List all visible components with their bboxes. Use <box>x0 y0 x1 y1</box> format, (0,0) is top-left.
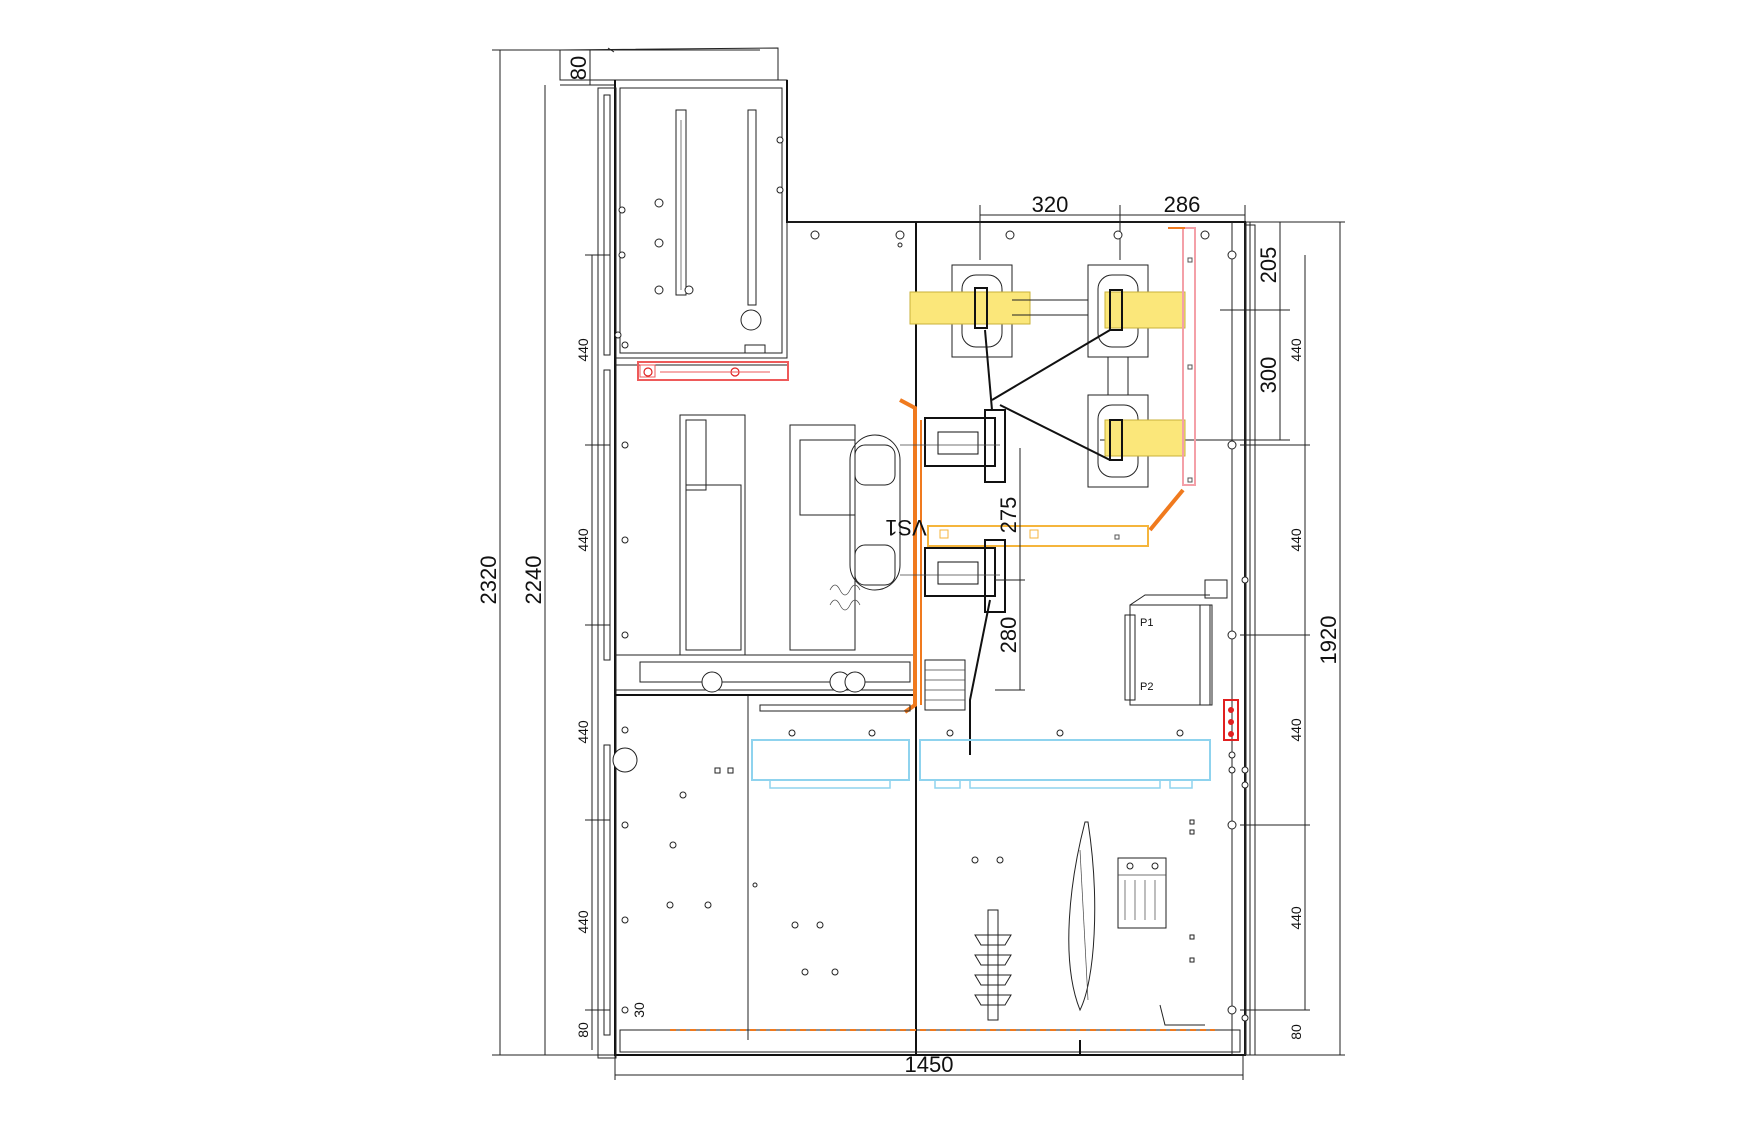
lower-compartment-left <box>612 747 839 976</box>
dim-vcb-275: 275 <box>996 497 1021 534</box>
cable-terminal-2 <box>1087 264 1186 358</box>
dim-right-440-4: 440 <box>1288 906 1304 930</box>
left-dimensions: 2320 80 2240 440 440 440 440 80 30 <box>476 49 760 1056</box>
bottom-dimension: 1450 <box>614 1052 1244 1080</box>
cabinet-outline <box>559 47 1256 1059</box>
dim-bottom-30: 30 <box>631 1002 647 1018</box>
svg-text:P1: P1 <box>1140 617 1153 629</box>
dim-right-300: 300 <box>1256 357 1281 394</box>
dim-right-440-3: 440 <box>1288 718 1304 742</box>
svg-text:P2: P2 <box>1140 681 1153 693</box>
dim-left-440-2: 440 <box>575 528 591 552</box>
dim-top-320: 320 <box>1032 192 1069 217</box>
lv-compartment <box>614 109 784 354</box>
cyan-bars <box>751 729 1211 789</box>
dim-right-1920: 1920 <box>1316 616 1341 665</box>
dim-left-80-bottom: 80 <box>575 1022 591 1038</box>
breaker-mark-vs1: VS1 <box>885 515 927 540</box>
dim-frame-height: 2240 <box>521 556 546 605</box>
dim-top-286: 286 <box>1164 192 1201 217</box>
lower-compartment-right <box>971 819 1205 1026</box>
lv-busbar-red <box>637 361 789 381</box>
vcb-breaker: VS1 <box>639 409 1006 712</box>
top-bolts <box>810 230 1210 248</box>
right-dimensions: 1920 205 300 440 440 440 440 80 <box>1100 221 1345 1056</box>
dim-right-440-1: 440 <box>1288 338 1304 362</box>
top-dimensions: 320 286 <box>979 192 1246 260</box>
current-transformer: P1 P2 <box>1124 579 1239 741</box>
dim-left-440-4: 440 <box>575 910 591 934</box>
dim-right-205: 205 <box>1256 247 1281 284</box>
dim-bottom-width: 1450 <box>905 1052 954 1077</box>
earthing-bellows <box>924 659 966 711</box>
surge-arrester <box>974 909 1012 1021</box>
cable-terminal-3 <box>1087 394 1186 488</box>
dim-total-height: 2320 <box>476 556 501 605</box>
pink-busbar-right <box>1168 227 1196 486</box>
dim-left-440-3: 440 <box>575 720 591 744</box>
dim-right-80-bottom: 80 <box>1288 1024 1304 1040</box>
cable-terminal-1 <box>909 264 1031 358</box>
dim-right-440-2: 440 <box>1288 528 1304 552</box>
dim-top-80: 80 <box>566 56 591 80</box>
left-strip-bolts <box>621 341 629 1014</box>
right-strip-bolts <box>1227 250 1249 1022</box>
dim-vcb-280: 280 <box>996 617 1021 654</box>
yellow-busbar <box>927 525 1149 547</box>
dim-left-440-1: 440 <box>575 338 591 362</box>
vcb-dimensions: 275 280 <box>995 448 1025 691</box>
earthing-bar <box>670 1029 1215 1056</box>
